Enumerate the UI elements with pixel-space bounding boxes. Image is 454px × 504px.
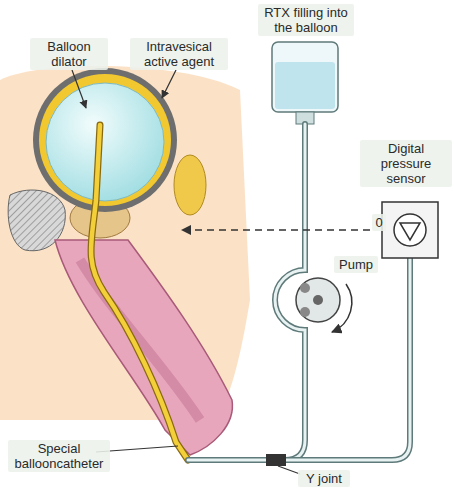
- pump-roller: [300, 307, 310, 317]
- pump-hub: [313, 295, 323, 305]
- penis: [55, 240, 232, 455]
- seminal-vesicle: [174, 155, 206, 215]
- fluid: [275, 62, 335, 109]
- catheter-outline: [91, 125, 188, 460]
- y-joint: [266, 454, 286, 466]
- sensor-dial: [394, 214, 426, 246]
- leader-line: [72, 70, 86, 108]
- catheter: [91, 125, 188, 460]
- pressure-sensor: [382, 202, 438, 258]
- part-label: Pump: [334, 256, 378, 273]
- bottle: [272, 42, 338, 112]
- intravesical-agent: [39, 74, 171, 206]
- part-label: Intravesical active agent: [130, 38, 228, 70]
- balloon: [46, 83, 164, 201]
- pump-roller: [300, 283, 310, 293]
- leader-line: [278, 466, 300, 474]
- part-label: Special ballooncatheter: [8, 440, 110, 472]
- pressure-leader: [182, 229, 370, 231]
- part-label: 0: [372, 214, 386, 231]
- part-label: Digital pressure sensor: [360, 140, 452, 187]
- rotation-arrow: [332, 284, 352, 332]
- part-label: RTX filling into the balloon: [258, 4, 354, 36]
- sensor-symbol: [400, 223, 420, 240]
- pump: [296, 278, 340, 322]
- leader-line: [162, 70, 176, 98]
- part-label: Balloon dilator: [30, 38, 108, 70]
- part-label: Y joint: [298, 470, 350, 487]
- bladder-wall: [33, 68, 177, 212]
